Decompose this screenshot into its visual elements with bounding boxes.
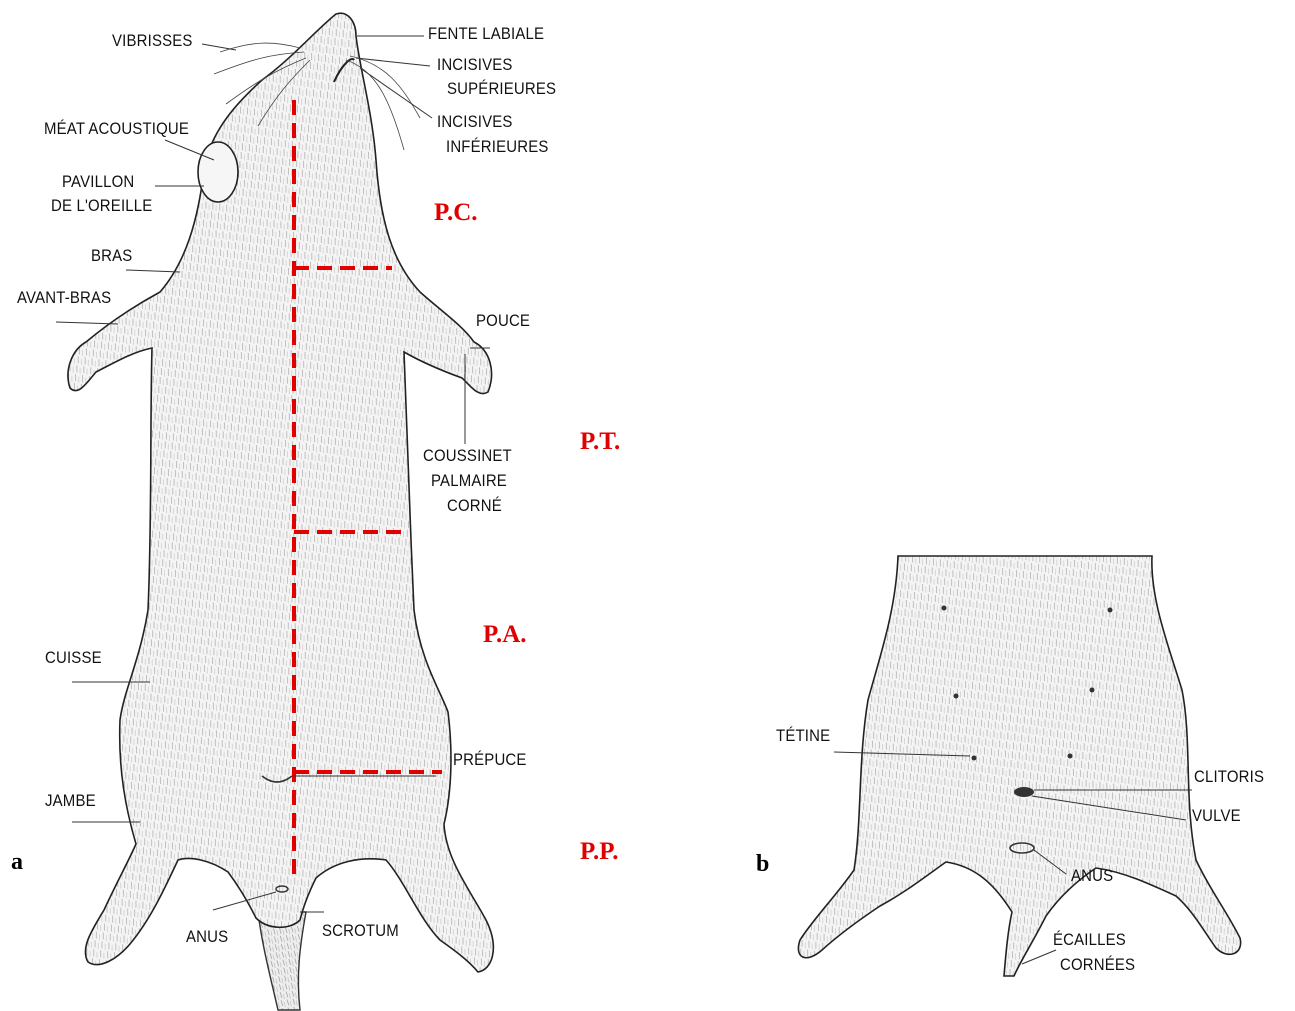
label-incisives-sup-2: SUPÉRIEURES: [447, 79, 556, 99]
label-anus-a: ANUS: [186, 927, 228, 947]
rat-body: [68, 13, 493, 972]
label-jambe: JAMBE: [45, 791, 96, 811]
region-pt: P.T.: [580, 428, 620, 456]
panel-letter-a: a: [11, 849, 23, 876]
teat: [972, 756, 977, 761]
label-pavillon-1: PAVILLON: [62, 172, 134, 192]
ear: [198, 142, 238, 202]
female-body: [798, 556, 1240, 976]
teat: [1090, 688, 1095, 693]
label-anus-b: ANUS: [1071, 866, 1113, 886]
label-ecailles-1: ÉCAILLES: [1053, 930, 1126, 950]
label-clitoris: CLITORIS: [1194, 767, 1264, 787]
teat: [954, 694, 959, 699]
label-ecailles-2: CORNÉES: [1060, 955, 1135, 975]
label-incisives-inf-2: INFÉRIEURES: [446, 137, 549, 157]
teat: [1108, 608, 1113, 613]
label-tetine: TÉTINE: [776, 726, 830, 746]
label-coussinet-2: PALMAIRE: [431, 471, 507, 491]
label-incisives-inf-1: INCISIVES: [437, 112, 513, 132]
region-pa: P.A.: [483, 621, 527, 649]
vulva-mark: [1014, 787, 1034, 797]
region-pc: P.C.: [434, 199, 478, 227]
label-pavillon-2: DE L'OREILLE: [51, 196, 152, 216]
rat-ventral-female-detail: [798, 556, 1240, 976]
label-avant-bras: AVANT-BRAS: [17, 288, 111, 308]
label-fente-labiale: FENTE LABIALE: [428, 24, 544, 44]
label-scrotum: SCROTUM: [322, 921, 399, 941]
label-meat-acoustique: MÉAT ACOUSTIQUE: [44, 119, 189, 139]
label-coussinet-1: COUSSINET: [423, 446, 512, 466]
teat: [942, 606, 947, 611]
rat-ventral-male: [56, 13, 493, 1010]
label-prepuce: PRÉPUCE: [453, 750, 527, 770]
label-vulve: VULVE: [1192, 806, 1241, 826]
label-pouce: POUCE: [476, 311, 530, 331]
label-incisives-sup-1: INCISIVES: [437, 55, 513, 75]
teat: [1068, 754, 1073, 759]
panel-letter-b: b: [756, 851, 769, 878]
label-bras: BRAS: [91, 246, 132, 266]
label-vibrisses: VIBRISSES: [112, 31, 193, 51]
region-pp: P.P.: [580, 838, 618, 866]
label-coussinet-3: CORNÉ: [447, 496, 502, 516]
label-cuisse: CUISSE: [45, 648, 102, 668]
